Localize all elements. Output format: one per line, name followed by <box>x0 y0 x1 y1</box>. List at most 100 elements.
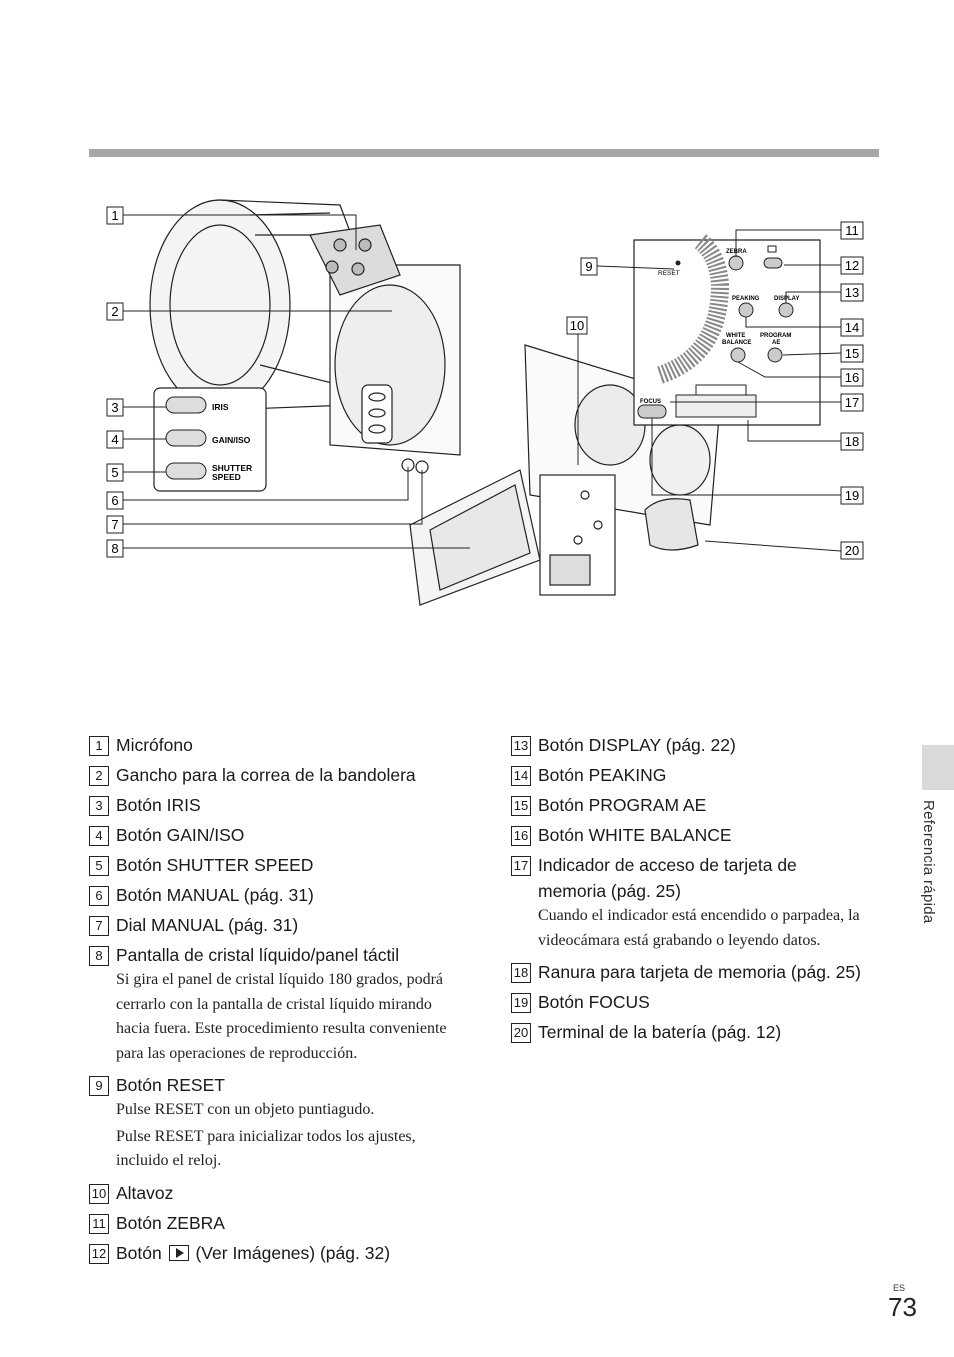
item-number: 9 <box>89 1076 109 1096</box>
list-item: 15 Botón PROGRAM AE <box>511 792 861 818</box>
callout-2: 2 <box>111 304 118 319</box>
iris-label: IRIS <box>212 402 229 412</box>
item-number: 4 <box>89 826 109 846</box>
item-text: Terminal de la batería (pág. 12) <box>538 1022 782 1042</box>
page-number: 73 <box>888 1292 917 1322</box>
list-item: 5 Botón SHUTTER SPEED <box>89 852 459 878</box>
item-number: 2 <box>89 766 109 786</box>
lens-illustration <box>149 199 461 474</box>
callout-17: 17 <box>845 395 859 410</box>
list-item: 6 Botón MANUAL (pág. 31) <box>89 882 459 908</box>
item-text: Botón PEAKING <box>538 765 667 785</box>
item-number: 18 <box>511 963 531 983</box>
callout-9: 9 <box>585 259 592 274</box>
item-number: 8 <box>89 946 109 966</box>
focus-label: FOCUS <box>640 399 661 405</box>
button-box: IRIS GAIN/ISO SHUTTER SPEED <box>153 387 267 492</box>
reset-label: RESET <box>658 270 680 277</box>
callout-4: 4 <box>111 432 118 447</box>
callout-10: 10 <box>570 318 584 333</box>
header-rule <box>89 149 879 157</box>
item-number: 7 <box>89 916 109 936</box>
control-panel: RESET ZEBRA PEAKING DISPLAY WHITE BALANC… <box>633 233 821 426</box>
item-number: 6 <box>89 886 109 906</box>
item-number: 11 <box>89 1213 109 1234</box>
item-text-after: (Ver Imágenes) (pág. 32) <box>195 1242 391 1263</box>
item-text: Botón DISPLAY (pág. 22) <box>538 735 736 755</box>
item-number: 3 <box>89 796 109 816</box>
callout-1: 1 <box>111 208 118 223</box>
shutter-label-2: SPEED <box>212 472 241 482</box>
callout-5: 5 <box>111 465 118 480</box>
item-text: Botón (Ver Imágenes) (pág. 32) <box>116 1240 459 1266</box>
item-text-before: Botón <box>116 1242 162 1263</box>
item-text: Botón IRIS <box>116 795 201 815</box>
item-number: 19 <box>511 993 531 1013</box>
item-text: Botón WHITE BALANCE <box>538 825 732 845</box>
item-number: 12 <box>89 1243 109 1264</box>
white-label-1: WHITE <box>726 333 745 339</box>
item-number: 15 <box>511 796 531 816</box>
callout-3: 3 <box>111 400 118 415</box>
item-number: 1 <box>89 736 109 756</box>
display-label: DISPLAY <box>774 296 799 302</box>
list-item: 16 Botón WHITE BALANCE <box>511 822 861 848</box>
language-code: ES <box>893 1283 906 1293</box>
item-number: 14 <box>511 766 531 786</box>
program-label-2: AE <box>772 340 780 346</box>
section-tab[interactable] <box>922 745 954 790</box>
list-item: 9 Botón RESET <box>89 1072 459 1098</box>
leader-lines <box>122 214 842 552</box>
item-text: Botón MANUAL (pág. 31) <box>116 885 314 905</box>
item-note: Pulse RESET con un objeto puntiagudo. <box>116 1101 375 1118</box>
shutter-label-1: SHUTTER <box>212 463 252 473</box>
peaking-label: PEAKING <box>732 296 760 302</box>
item-text: Botón ZEBRA <box>116 1212 225 1233</box>
item-number: 17 <box>511 856 531 876</box>
white-label-2: BALANCE <box>722 340 751 346</box>
item-number: 20 <box>511 1023 531 1043</box>
list-item: 11 Botón ZEBRA <box>89 1210 459 1236</box>
list-item: 20 Terminal de la batería (pág. 12) <box>511 1019 861 1045</box>
list-item: 7 Dial MANUAL (pág. 31) <box>89 912 459 938</box>
item-text: Indicador de acceso de tarjeta de memori… <box>538 855 797 901</box>
section-label: Referencia rápida <box>920 800 937 924</box>
item-text: Botón PROGRAM AE <box>538 795 707 815</box>
item-text: Dial MANUAL (pág. 31) <box>116 915 299 935</box>
zebra-label: ZEBRA <box>726 249 747 255</box>
callout-boxes: 1 2 3 4 5 6 7 8 9 10 11 12 13 14 15 16 1… <box>106 206 864 560</box>
list-item: 17 Indicador de acceso de tarjeta de memo… <box>511 852 861 904</box>
callout-18: 18 <box>845 434 859 449</box>
camera-diagram: IRIS GAIN/ISO SHUTTER SPEED RESET ZEBRA … <box>106 199 864 606</box>
gain-label: GAIN/ISO <box>212 435 251 445</box>
item-note: Pulse RESET para inicializar todos los a… <box>116 1127 416 1170</box>
program-label-1: PROGRAM <box>760 333 791 339</box>
callout-14: 14 <box>845 320 859 335</box>
callout-13: 13 <box>845 285 859 300</box>
item-text: Botón RESET <box>116 1075 225 1095</box>
callout-20: 20 <box>845 543 859 558</box>
callout-8: 8 <box>111 541 118 556</box>
list-item: 10 Altavoz <box>89 1180 459 1206</box>
list-item: 2 Gancho para la correa de la bandolera <box>89 762 459 788</box>
item-number: 16 <box>511 826 531 846</box>
list-item: 3 Botón IRIS <box>89 792 459 818</box>
item-number: 5 <box>89 856 109 876</box>
callout-16: 16 <box>845 370 859 385</box>
item-text: Gancho para la correa de la bandolera <box>116 765 416 785</box>
list-item: 14 Botón PEAKING <box>511 762 861 788</box>
item-note: Cuando el indicador está encendido o par… <box>538 907 860 949</box>
item-text: Botón SHUTTER SPEED <box>116 855 314 875</box>
callout-19: 19 <box>845 488 859 503</box>
item-number: 10 <box>89 1183 109 1204</box>
callout-15: 15 <box>845 346 859 361</box>
callout-6: 6 <box>111 493 118 508</box>
list-item: 12 Botón (Ver Imágenes) (pág. 32) <box>89 1240 459 1266</box>
item-text: Altavoz <box>116 1182 174 1203</box>
